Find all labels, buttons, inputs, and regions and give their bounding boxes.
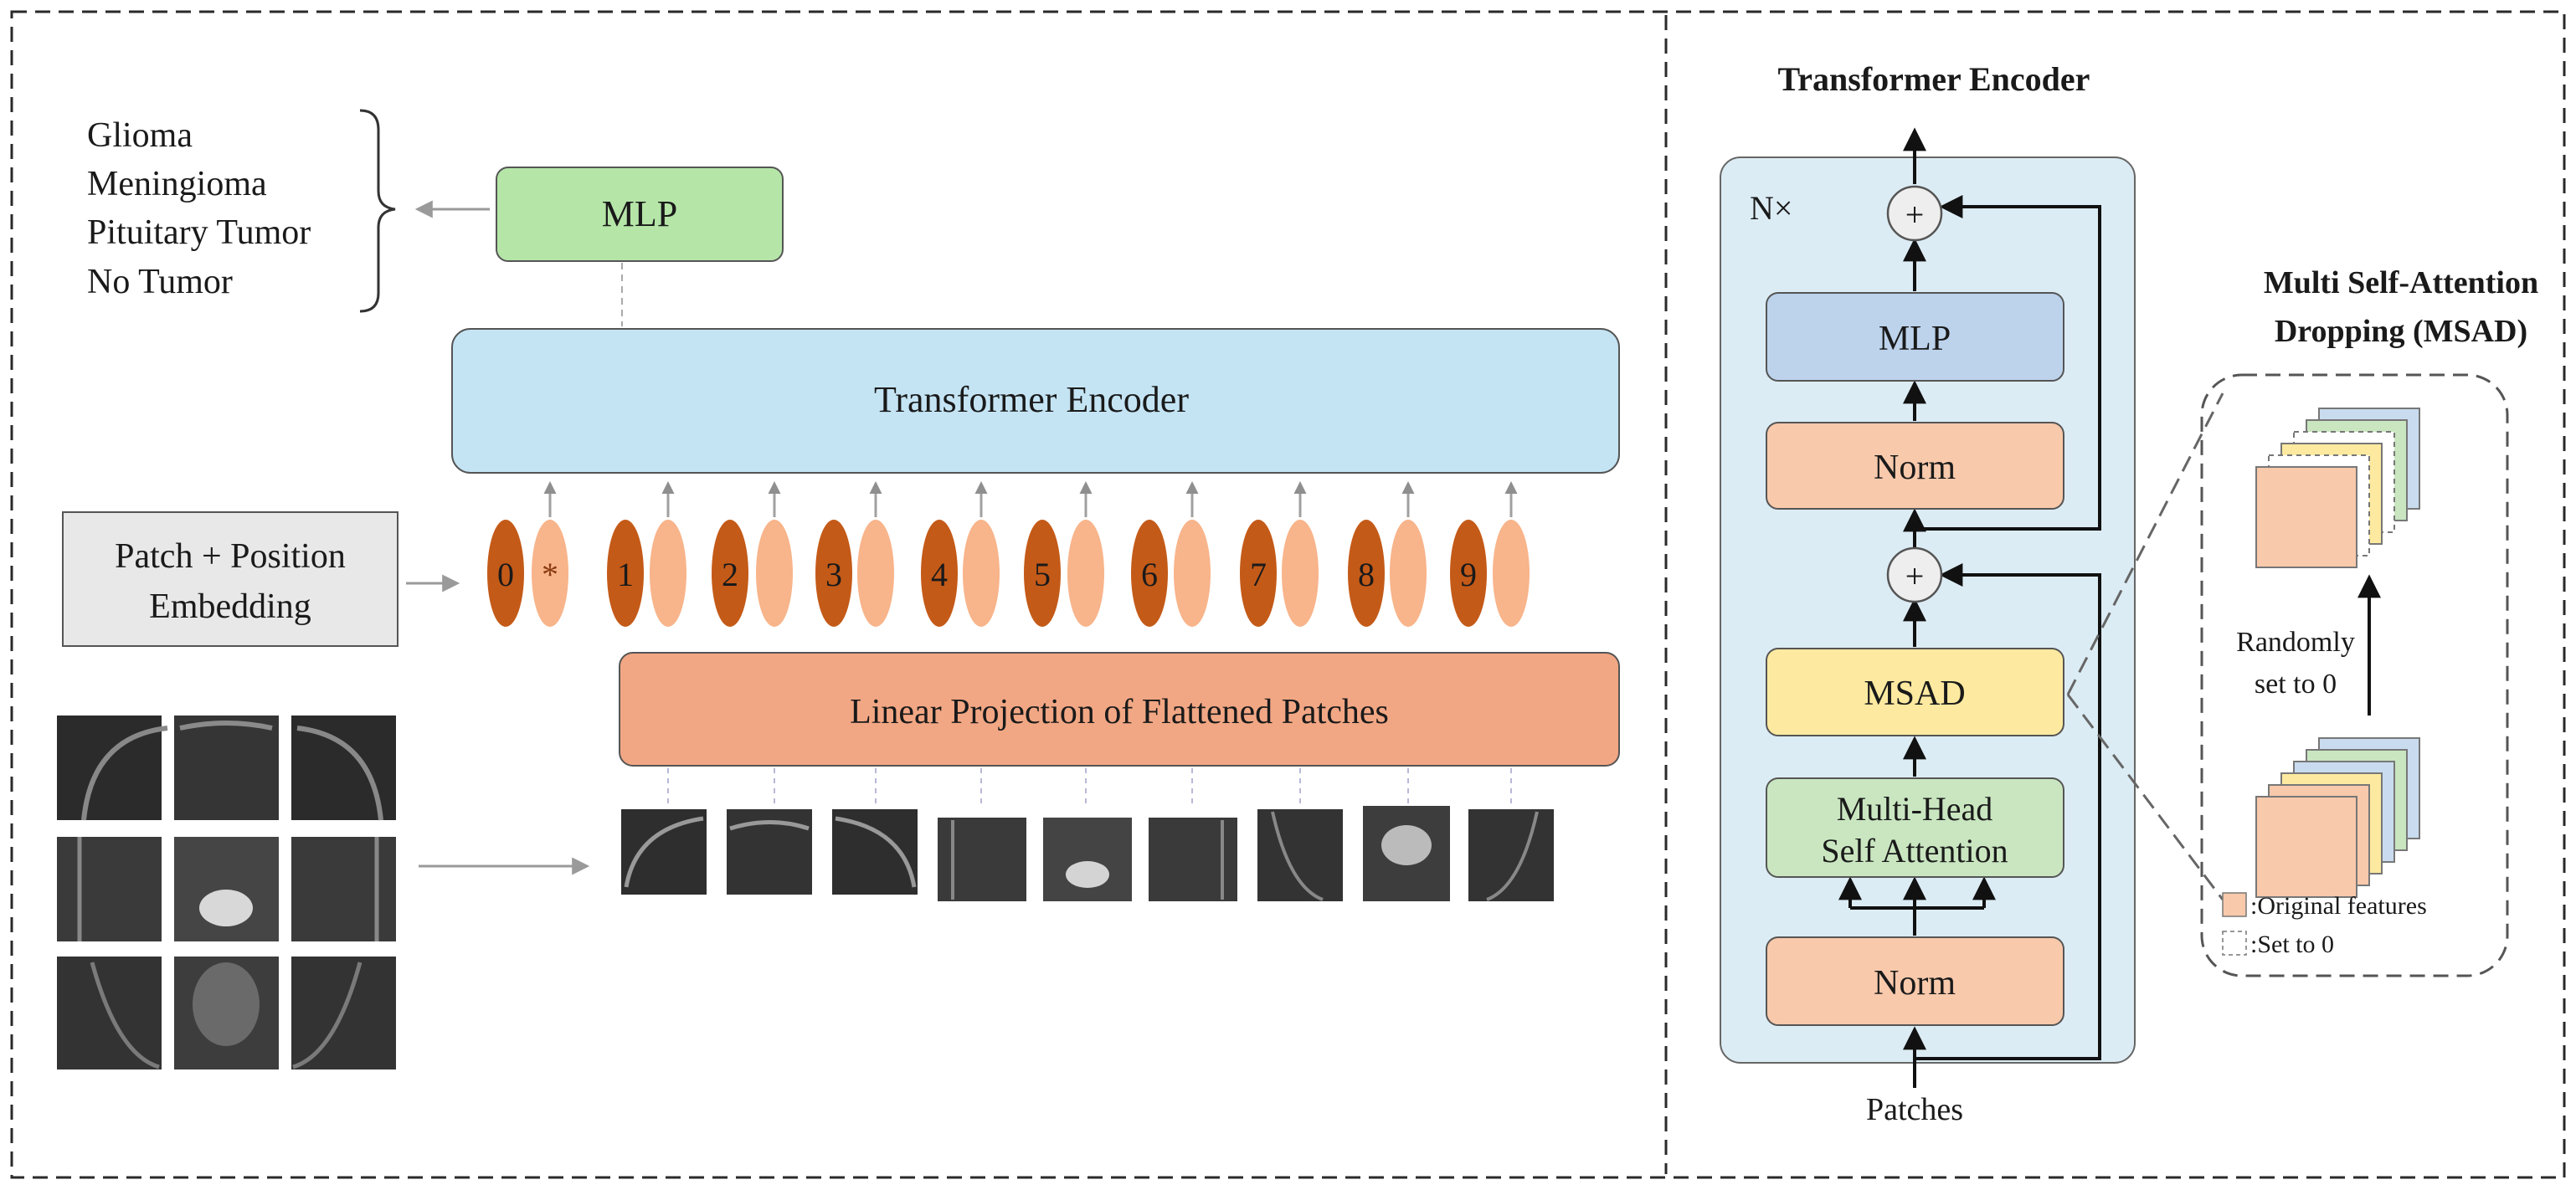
msad-title-line2: Dropping (MSAD) bbox=[2275, 314, 2527, 349]
feature-stack-original bbox=[2255, 737, 2420, 898]
class-token-marker: * bbox=[542, 556, 558, 593]
token-1: 1 bbox=[607, 520, 686, 627]
transformer-encoder-label: Transformer Encoder bbox=[874, 379, 1189, 420]
outer-frame bbox=[10, 10, 2566, 1179]
svg-text:7: 7 bbox=[1250, 556, 1267, 593]
class-label: No Tumor bbox=[87, 263, 233, 301]
class-label: Glioma bbox=[87, 116, 193, 155]
embedding-label-line1: Patch + Position bbox=[115, 537, 346, 576]
token-4: 4 bbox=[921, 520, 1000, 627]
legend-swatch-original bbox=[2222, 892, 2247, 917]
svg-text:9: 9 bbox=[1460, 556, 1477, 593]
linear-projection-label: Linear Projection of Flattened Patches bbox=[850, 693, 1389, 731]
token-3: 3 bbox=[815, 520, 894, 627]
class-label: Meningioma bbox=[87, 165, 267, 203]
embedding-label-line2: Embedding bbox=[149, 587, 311, 626]
token-row: 0 * 1 2 3 4 5 bbox=[487, 520, 1530, 627]
svg-text:4: 4 bbox=[931, 556, 948, 593]
mlp-block bbox=[496, 167, 784, 262]
legend-swatch-zero bbox=[2222, 931, 2247, 956]
token-8: 8 bbox=[1348, 520, 1427, 627]
norm-bottom-block bbox=[1766, 936, 2064, 1026]
linear-projection-block bbox=[619, 652, 1620, 767]
msad-legend: :Original features :Set to 0 bbox=[2222, 892, 2427, 958]
svg-text:5: 5 bbox=[1034, 556, 1051, 593]
plus-symbol: + bbox=[1905, 196, 1925, 233]
norm-top-label: Norm bbox=[1874, 449, 1956, 487]
svg-text:0: 0 bbox=[497, 556, 514, 593]
msad-title-line1: Multi Self-Attention bbox=[2264, 265, 2538, 300]
residual-add-top bbox=[1886, 185, 1943, 242]
norm-top-block bbox=[1766, 422, 2064, 510]
norm-bottom-label: Norm bbox=[1874, 964, 1956, 1003]
patch-position-embedding-box bbox=[62, 511, 398, 647]
token-9: 9 bbox=[1450, 520, 1530, 627]
token-arrows bbox=[543, 481, 1518, 517]
svg-text:2: 2 bbox=[722, 556, 738, 593]
class-list: Glioma Meningioma Pituitary Tumor No Tum… bbox=[87, 116, 311, 301]
class-label: Pituitary Tumor bbox=[87, 213, 311, 252]
mhsa-block bbox=[1766, 777, 2064, 878]
transformer-encoder-block bbox=[451, 328, 1620, 474]
patches-input-label: Patches bbox=[1866, 1092, 1963, 1127]
svg-text:6: 6 bbox=[1141, 556, 1158, 593]
residual-add-middle bbox=[1886, 546, 1943, 603]
msad-detail-panel bbox=[2200, 373, 2509, 977]
token-7: 7 bbox=[1240, 520, 1319, 627]
token-6: 6 bbox=[1131, 520, 1211, 627]
encoder-flow-lines bbox=[1838, 127, 2101, 1088]
annotation-line1: Randomly bbox=[2236, 627, 2355, 658]
svg-text:8: 8 bbox=[1358, 556, 1375, 593]
mri-patch-grid bbox=[57, 716, 396, 1069]
mhsa-label-line1: Multi-Head bbox=[1837, 790, 1993, 828]
msad-label: MSAD bbox=[1864, 675, 1965, 713]
legend-label: :Set to 0 bbox=[2250, 931, 2334, 958]
svg-text:1: 1 bbox=[617, 556, 634, 593]
token-2: 2 bbox=[712, 520, 793, 627]
patch-connectors bbox=[667, 768, 1512, 808]
msad-zoom-lines bbox=[2066, 392, 2224, 900]
token-5: 5 bbox=[1024, 520, 1104, 627]
mhsa-label-line2: Self Attention bbox=[1821, 832, 2008, 869]
msad-block bbox=[1766, 648, 2064, 736]
flattened-patches-row bbox=[621, 806, 1554, 901]
class-brace bbox=[359, 109, 396, 313]
encoder-title: Transformer Encoder bbox=[1778, 60, 2090, 98]
token-0: 0 * bbox=[487, 520, 568, 627]
svg-text:3: 3 bbox=[825, 556, 842, 593]
feature-stack-dropped bbox=[2255, 408, 2420, 568]
encoder-mlp-block bbox=[1766, 292, 2064, 382]
plus-symbol: + bbox=[1905, 557, 1925, 595]
repeat-label: N× bbox=[1750, 189, 1792, 227]
mlp-label: MLP bbox=[602, 193, 677, 234]
encoder-mlp-label: MLP bbox=[1879, 320, 1951, 358]
legend-label: :Original features bbox=[2250, 892, 2427, 920]
annotation-line2: set to 0 bbox=[2255, 669, 2337, 700]
